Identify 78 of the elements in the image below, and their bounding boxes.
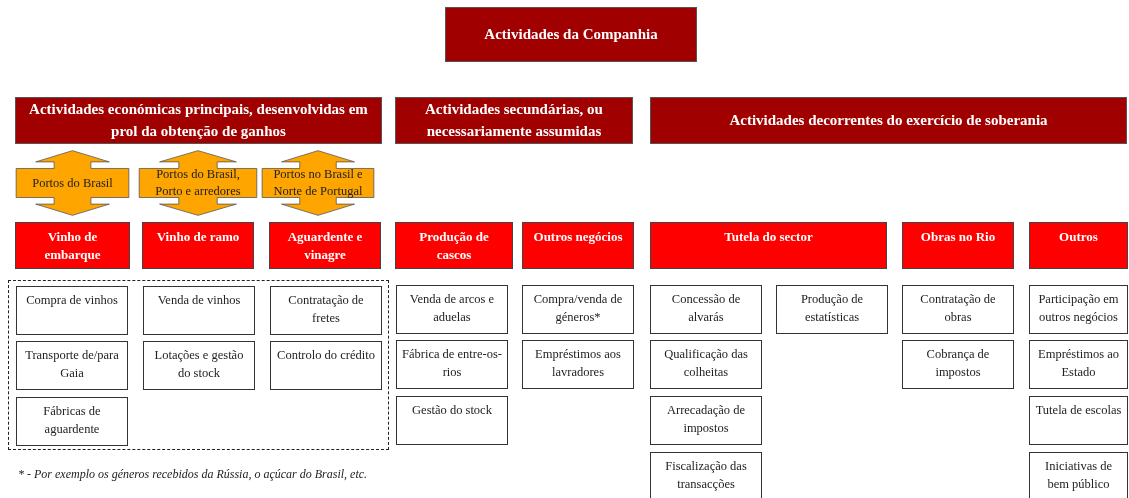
- task-box: [902, 285, 1014, 334]
- activity-text: Tutela do sector: [724, 228, 813, 246]
- title-box: [445, 7, 697, 62]
- task-box: [902, 340, 1014, 389]
- arrow-text: Portos do Brasil, Porto e arredores: [154, 166, 242, 200]
- task-text: Cobrança de impostos: [925, 346, 991, 381]
- activity-box: [650, 222, 887, 269]
- footnote: * - Por exemplo os géneros recebidos da Rússia, o açúcar do Brasil, etc.: [18, 467, 368, 482]
- task-text: Fábricas de aguardente: [42, 403, 102, 438]
- task-box: [650, 452, 762, 498]
- activity-box: [1029, 222, 1128, 269]
- double-arrow-shape: [138, 150, 258, 216]
- task-text: Lotações e gestão do stock: [153, 347, 245, 382]
- activity-box: [395, 222, 513, 269]
- task-text: Empréstimos ao Estado: [1037, 346, 1120, 381]
- double-arrow-shape: [261, 150, 375, 216]
- activity-text: Aguardente e vinagre: [286, 228, 364, 264]
- task-text: Participação em outros negócios: [1037, 291, 1120, 326]
- header-text: Actividades secundárias, ou necessariamente assumidas: [424, 99, 604, 141]
- task-box: [16, 286, 128, 335]
- task-text: Fiscalização das transacções: [664, 458, 748, 493]
- task-text: Qualificação das colheitas: [663, 346, 749, 381]
- task-box: [1029, 340, 1128, 389]
- dashed-group-box: [8, 280, 389, 450]
- activity-box: [522, 222, 634, 269]
- activity-text: Outros negócios: [533, 228, 623, 246]
- activity-box: [902, 222, 1014, 269]
- category-header: [650, 97, 1127, 144]
- task-text: Arrecadação de impostos: [665, 402, 747, 437]
- activity-text: Produção de cascos: [418, 228, 490, 264]
- task-text: Contratação de fretes: [287, 292, 365, 327]
- arrow-text: Portos no Brasil e Norte de Portugal: [272, 166, 364, 200]
- task-box: [143, 341, 255, 390]
- task-text: Transporte de/para Gaia: [24, 347, 120, 382]
- task-text: Venda de arcos e aduelas: [408, 291, 496, 326]
- task-box: [396, 340, 508, 389]
- double-arrow-shape: [15, 150, 130, 216]
- task-box: [776, 285, 888, 334]
- arrow-text: Portos do Brasil: [32, 174, 113, 192]
- header-text: Actividades decorrentes do exercício de soberania: [729, 110, 1048, 130]
- task-box: [1029, 452, 1128, 498]
- activity-text: Vinho de ramo: [156, 228, 240, 246]
- task-text: Contratação de obras: [919, 291, 997, 326]
- task-box: [650, 396, 762, 445]
- task-box: [650, 340, 762, 389]
- activity-box: [269, 222, 381, 269]
- task-box: [1029, 396, 1128, 445]
- header-text: Actividades económicas principais, desenvolvidas em prol da obtenção de ganhos: [28, 99, 369, 141]
- task-box: [270, 341, 382, 390]
- task-text: Iniciativas de bem público: [1044, 458, 1113, 493]
- task-text: Empréstimos aos lavradores: [534, 346, 622, 381]
- task-box: [16, 341, 128, 390]
- activity-box: [15, 222, 130, 269]
- task-box: [396, 285, 508, 334]
- task-box: [1029, 285, 1128, 334]
- task-box: [16, 397, 128, 446]
- task-box: [270, 286, 382, 335]
- task-box: [396, 396, 508, 445]
- title-text: Actividades da Companhia: [484, 26, 658, 43]
- task-box: [522, 340, 634, 389]
- activity-box: [142, 222, 254, 269]
- task-text: Venda de vinhos: [157, 292, 241, 309]
- task-text: Gestão do stock: [412, 402, 492, 419]
- task-text: Compra/venda de géneros*: [532, 291, 624, 326]
- task-box: [650, 285, 762, 334]
- category-header: [395, 97, 633, 144]
- category-header: [15, 97, 382, 144]
- task-text: Tutela de escolas: [1035, 402, 1122, 419]
- activity-text: Outros: [1059, 228, 1098, 246]
- task-text: Produção de estatísticas: [799, 291, 865, 326]
- task-text: Controlo do crédito: [277, 347, 375, 364]
- activity-text: Obras no Rio: [920, 228, 996, 246]
- task-box: [143, 286, 255, 335]
- task-text: Compra de vinhos: [26, 292, 118, 309]
- task-box: [522, 285, 634, 334]
- task-text: Concessão de alvarás: [670, 291, 742, 326]
- task-text: Fábrica de entre-os-rios: [401, 346, 503, 381]
- activity-text: Vinho de embarque: [43, 228, 102, 264]
